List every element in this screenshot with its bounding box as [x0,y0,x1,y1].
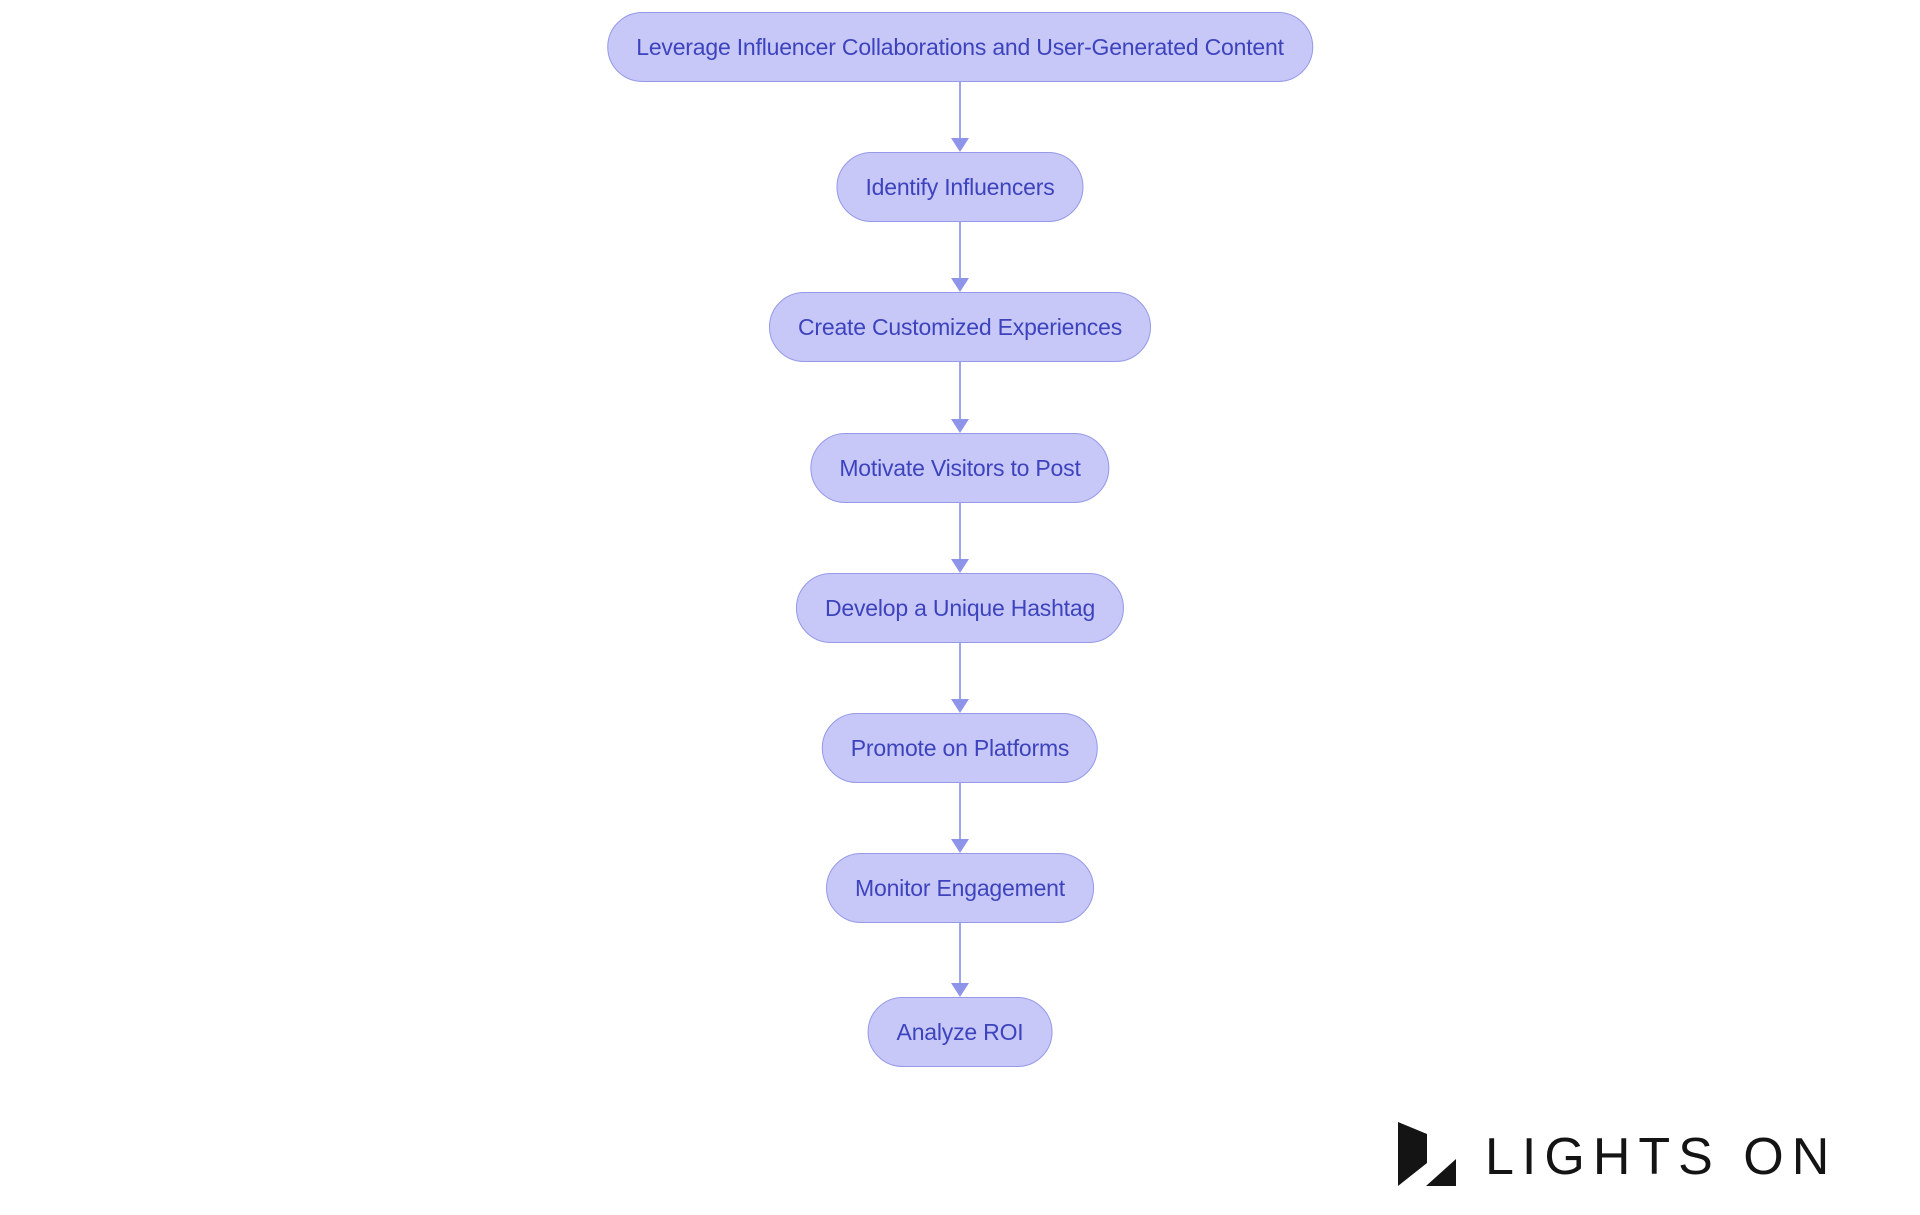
flow-node-monitor-engagement: Monitor Engagement [826,853,1094,923]
lights-on-logo-text: LIGHTS ON [1485,1128,1838,1186]
connector-arrow-6 [951,783,969,853]
arrowhead-down-icon [951,278,969,292]
connector-arrow-1 [951,82,969,152]
flow-node-promote-on-platforms: Promote on Platforms [821,713,1099,783]
arrowhead-down-icon [951,559,969,573]
connector-line [959,222,961,278]
connector-line [959,82,961,138]
connector-arrow-3 [951,362,969,433]
connector-arrow-5 [951,643,969,713]
arrowhead-down-icon [951,699,969,713]
flow-node-identify-influencers: Identify Influencers [836,152,1084,222]
connector-arrow-2 [951,222,969,292]
lights-on-logo: LIGHTS ON [1398,1122,1837,1186]
flow-node-develop-a-unique-hashtag: Develop a Unique Hashtag [795,573,1125,643]
arrowhead-down-icon [951,839,969,853]
connector-line [959,503,961,559]
connector-arrow-7 [951,923,969,997]
connector-line [959,923,961,983]
flow-node-create-customized-experiences: Create Customized Experiences [768,292,1152,362]
connector-arrow-4 [951,503,969,573]
arrowhead-down-icon [951,419,969,433]
flow-node-analyze-roi: Analyze ROI [867,997,1053,1067]
lights-on-logo-mark-icon [1398,1122,1456,1186]
arrowhead-down-icon [951,983,969,997]
connector-line [959,783,961,839]
arrowhead-down-icon [951,138,969,152]
flow-node-motivate-visitors-to-post: Motivate Visitors to Post [810,433,1110,503]
connector-line [959,362,961,419]
connector-line [959,643,961,699]
flow-node-leverage-influencer-collaborations: Leverage Influencer Collaborations and U… [607,12,1313,82]
